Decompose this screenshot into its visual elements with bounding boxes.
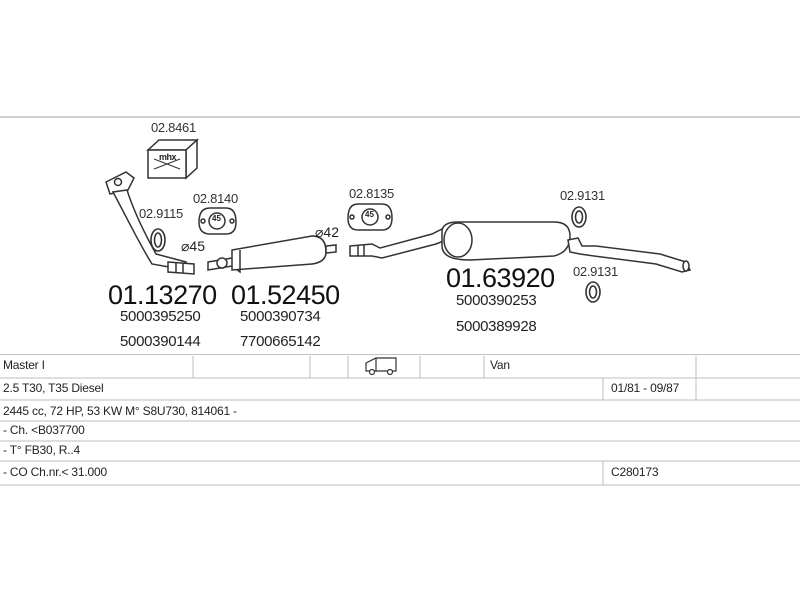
vehicle-type: - T° FB30, R..4 — [3, 443, 80, 457]
part-number-box: 02.8461 — [151, 120, 196, 135]
oem-front-2: 5000390144 — [120, 333, 201, 350]
middle-silencer — [207, 235, 337, 274]
front-pipe-flange-hole — [113, 177, 123, 187]
part-number-gasket-rear: 02.8135 — [349, 186, 394, 201]
vehicle-years: 01/81 - 09/87 — [611, 381, 680, 395]
assembly-number-front: 01.13270 — [108, 280, 217, 310]
front-pipe-body — [111, 189, 187, 271]
assembly-number-middle: 01.52450 — [231, 280, 340, 310]
intermediate-pipe — [349, 226, 447, 259]
assembly-number-rear: 01.63920 — [446, 263, 555, 293]
exhaust-diagram: 02.8461 mhx 02.8140 45 02.9115 ⌀45 ⌀42 0… — [0, 116, 800, 356]
vehicle-body-type: Van — [490, 358, 510, 372]
rubber-ring-lower — [585, 281, 601, 303]
oem-middle-2: 7700665142 — [240, 333, 321, 350]
vehicle-model: Master I — [3, 358, 45, 372]
diameter-label-1: ⌀45 — [181, 238, 206, 254]
vehicle-engine: 2445 cc, 72 HP, 53 KW M° S8U730, 814061 … — [3, 404, 237, 418]
oem-rear-1: 5000390253 — [456, 292, 537, 309]
part-number-clamp-front: 02.9115 — [139, 206, 183, 221]
part-number-ring-lower: 02.9131 — [573, 264, 618, 279]
mounting-kit-box — [146, 138, 199, 180]
gasket-front-size: 45 — [212, 214, 221, 223]
van-icon — [365, 357, 397, 376]
gasket-rear — [347, 203, 393, 231]
vehicle-variant: 2.5 T30, T35 Diesel — [3, 381, 104, 395]
box-front — [147, 149, 187, 179]
oem-middle-1: 5000390734 — [240, 308, 321, 325]
diameter-label-2: ⌀42 — [315, 224, 340, 240]
clamp-front — [150, 228, 166, 252]
part-number-ring-upper: 02.9131 — [560, 188, 605, 203]
rubber-ring-upper — [571, 206, 587, 228]
oem-front-1: 5000395250 — [120, 308, 201, 325]
gasket-front — [198, 207, 237, 235]
vehicle-chassis: - Ch. <B037700 — [3, 423, 85, 437]
front-pipe-end — [167, 261, 195, 275]
rear-silencer — [441, 221, 692, 273]
part-number-gasket-front: 02.8140 — [193, 191, 238, 206]
vehicle-code: C280173 — [611, 465, 659, 479]
oem-rear-2: 5000389928 — [456, 318, 537, 335]
front-pipe — [105, 171, 195, 275]
box-logo-text: mhx — [159, 152, 177, 162]
gasket-rear-size: 45 — [365, 210, 374, 219]
vehicle-co: - CO Ch.nr.< 31.000 — [3, 465, 107, 479]
